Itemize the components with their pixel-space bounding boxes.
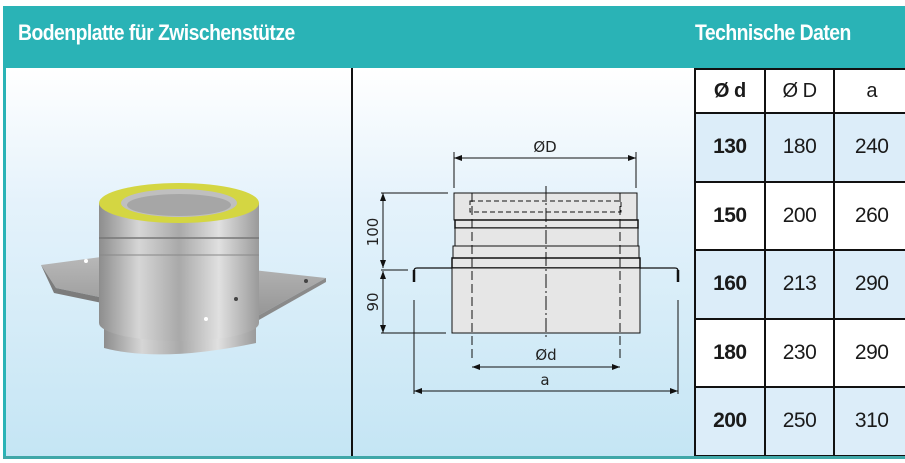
label-outer-diameter: ØD: [533, 138, 556, 156]
cell-plate-width: 290: [833, 317, 905, 388]
cell-inner-diameter: 130: [694, 112, 766, 183]
cell-plate-width: 310: [833, 386, 905, 457]
cell-outer-diameter: 200: [763, 180, 836, 251]
cell-outer-diameter: 180: [763, 112, 836, 183]
table-row: 130 180 240: [694, 112, 905, 183]
product-image: [36, 183, 336, 363]
cell-inner-diameter: 200: [694, 386, 766, 457]
table-row: 150 200 260: [694, 180, 905, 251]
technical-data-table: Ø d Ø D a 130 180 240 150 200 260 160 21…: [694, 68, 905, 457]
label-plate-width: a: [540, 371, 549, 389]
table-row: 160 213 290: [694, 249, 905, 320]
column-header-inner-diameter: Ø d: [694, 68, 766, 114]
table-header-row: Ø d Ø D a: [694, 68, 905, 114]
cell-outer-diameter: 213: [763, 249, 836, 320]
chimney-base-plate-image: [41, 183, 326, 355]
table-row: 180 230 290: [694, 317, 905, 388]
cell-plate-width: 290: [833, 249, 905, 320]
label-lower-height: 90: [364, 292, 382, 311]
table-row: 200 250 310: [694, 386, 905, 457]
header-bar: Bodenplatte für Zwischenstütze Technisch…: [3, 6, 905, 68]
label-upper-height: 100: [364, 218, 382, 247]
technical-drawing: ØD 100: [356, 130, 696, 463]
section-title-technical-data: Technische Daten: [695, 20, 851, 45]
column-header-outer-diameter: Ø D: [763, 68, 836, 114]
cell-inner-diameter: 180: [694, 317, 766, 388]
page-title: Bodenplatte für Zwischenstütze: [18, 20, 295, 45]
column-header-plate-width: a: [833, 68, 905, 114]
panel-divider: [351, 68, 353, 456]
content-panel: ØD 100: [3, 68, 905, 458]
cell-plate-width: 240: [833, 112, 905, 183]
label-inner-diameter: Ød: [535, 346, 556, 364]
bottom-border: [3, 456, 905, 459]
cell-plate-width: 260: [833, 180, 905, 251]
cell-inner-diameter: 160: [694, 249, 766, 320]
cell-inner-diameter: 150: [694, 180, 766, 251]
cell-outer-diameter: 250: [763, 386, 836, 457]
cell-outer-diameter: 230: [763, 317, 836, 388]
